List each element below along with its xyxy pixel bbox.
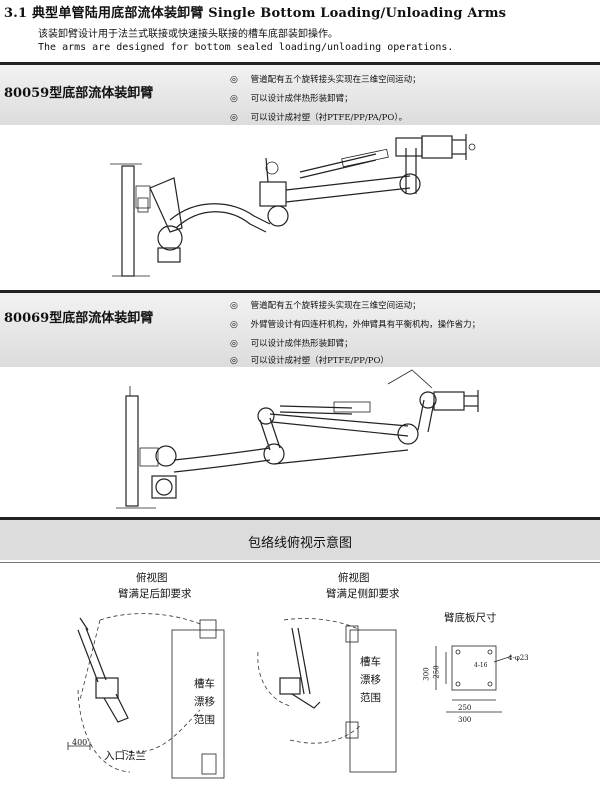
section-80069-title: 80069型底部流体装卸臂 — [4, 311, 154, 326]
section-80069-band — [0, 293, 600, 367]
dimension-400: 400 — [72, 738, 88, 747]
feature-item: ◎ 管道配有五个旋转接头实现在三维空间运动； — [230, 73, 421, 85]
feature-item: ◎ 可以设计成衬塑（衬PTFE/PP/PO） — [230, 354, 389, 366]
arm-80059-drawing — [110, 134, 476, 277]
range-label-line: 范围 — [194, 714, 215, 726]
plate-bolt-label: 4-16 — [474, 662, 488, 669]
section-80059-title: 80059型底部流体装卸臂 — [4, 86, 154, 101]
feature-text: 管道配有五个旋转接头实现在三维空间运动； — [250, 75, 421, 85]
range-label-line: 槽车 — [360, 656, 381, 668]
envelope-drawing — [67, 613, 513, 779]
range-label-line: 槽车 — [194, 678, 215, 690]
feature-text: 管道配有五个旋转接头实现在三维空间运动； — [250, 301, 421, 311]
bullet-icon: ◎ — [230, 320, 238, 330]
view1-subtitle: 臂满足后卸要求 — [118, 588, 192, 600]
view1-title: 俯视图 — [136, 572, 168, 584]
feature-item: ◎ 管道配有五个旋转接头实现在三维空间运动； — [230, 299, 421, 311]
plate-dim-300-horizontal: 300 — [458, 716, 472, 724]
feature-item: ◎ 可以设计成衬塑（衬PTFE/PP/PA/PO）。 — [230, 111, 407, 123]
feature-text: 可以设计成伴热形装卸臂； — [250, 94, 353, 104]
intro-english: The arms are designed for bottom sealed … — [38, 42, 454, 53]
feature-text: 可以设计成衬塑（衬PTFE/PP/PA/PO）。 — [250, 113, 408, 123]
envelope-band — [0, 520, 600, 560]
arm-80069-drawing — [116, 369, 479, 509]
range-label-line: 范围 — [360, 692, 381, 704]
envelope-title: 包络线俯视示意图 — [247, 536, 352, 551]
inlet-flange-label: 入口法兰 — [104, 750, 146, 762]
bullet-icon: ◎ — [230, 113, 238, 123]
plate-dim-300-vertical: 300 — [422, 667, 431, 681]
plate-dim-250-vertical: 250 — [432, 665, 441, 679]
feature-text: 外臂管设计有四连杆机构，外伸臂具有平衡机构，操作省力； — [250, 320, 481, 330]
range-label-line: 漂移 — [360, 674, 381, 686]
section-80059-band — [0, 65, 600, 125]
plate-title: 臂底板尺寸 — [444, 612, 497, 624]
feature-item: ◎ 可以设计成伴热形装卸臂； — [230, 337, 353, 349]
plate-hole-label: 4-φ23 — [508, 654, 529, 662]
section-divider — [0, 517, 600, 520]
view2-title: 俯视图 — [338, 572, 370, 584]
intro-chinese: 该装卸臂设计用于法兰式联接或快速接头联接的槽车底部装卸操作。 — [38, 29, 338, 40]
page-title: 3.1 典型单管陆用底部流体装卸臂 Single Bottom Loading/… — [4, 6, 507, 21]
range-label-line: 漂移 — [194, 696, 215, 708]
section-divider — [0, 290, 600, 293]
bullet-icon: ◎ — [230, 301, 238, 311]
feature-text: 可以设计成衬塑（衬PTFE/PP/PO） — [250, 356, 389, 366]
feature-text: 可以设计成伴热形装卸臂； — [250, 339, 353, 349]
bullet-icon: ◎ — [230, 339, 238, 349]
bullet-icon: ◎ — [230, 94, 238, 104]
view2-subtitle: 臂满足侧卸要求 — [326, 588, 400, 600]
feature-item: ◎ 可以设计成伴热形装卸臂； — [230, 92, 353, 104]
bullet-icon: ◎ — [230, 356, 238, 366]
section-divider — [0, 62, 600, 65]
bullet-icon: ◎ — [230, 75, 238, 85]
plate-dim-250-horizontal: 250 — [458, 704, 472, 712]
section-divider — [0, 562, 600, 563]
feature-item: ◎ 外臂管设计有四连杆机构，外伸臂具有平衡机构，操作省力； — [230, 318, 480, 330]
